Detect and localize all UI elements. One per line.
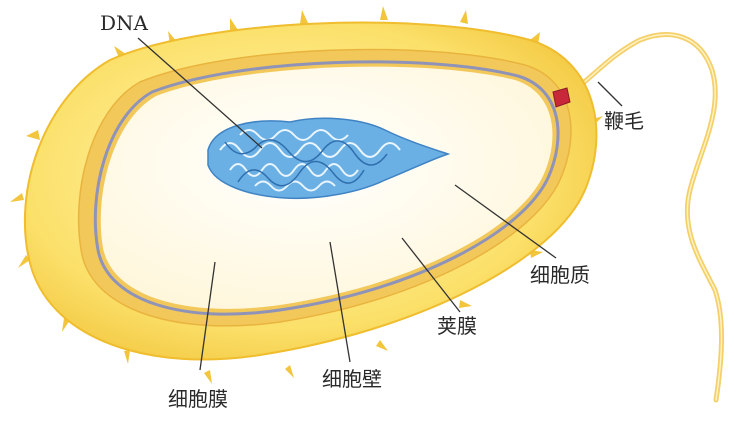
label-cell-wall: 细胞壁: [322, 367, 382, 391]
label-cell-membrane: 细胞膜: [168, 387, 228, 411]
label-flagellum: 鞭毛: [604, 109, 644, 133]
leader-flagellum: [598, 82, 622, 106]
label-cytoplasm: 细胞质: [530, 263, 590, 287]
label-dna: DNA: [100, 11, 149, 35]
label-capsule: 荚膜: [437, 314, 477, 338]
